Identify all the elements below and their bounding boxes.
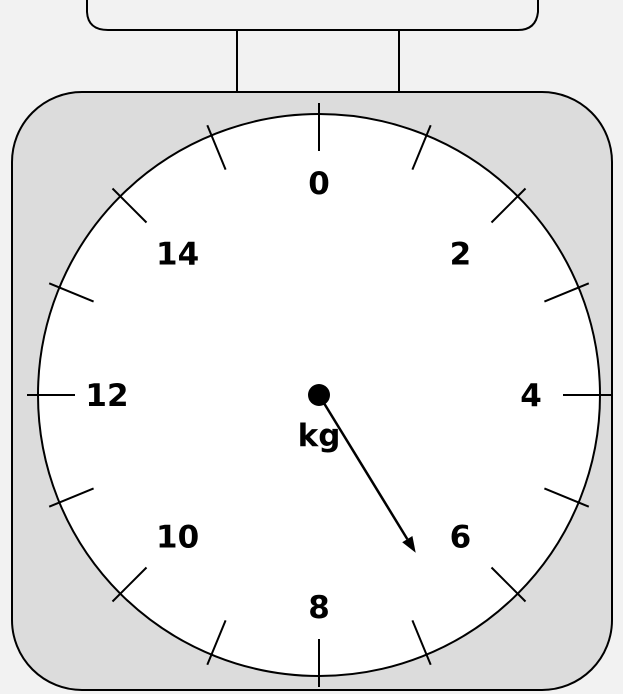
dial-label: 12 [85, 378, 128, 414]
unit-label: kg [298, 418, 341, 454]
dial-label: 14 [156, 237, 199, 273]
dial-label: 10 [156, 519, 199, 555]
dial-label: 8 [308, 590, 330, 626]
scale-pan [87, 0, 538, 30]
dial-label: 0 [308, 166, 330, 202]
dial-label: 6 [450, 519, 472, 555]
dial-label: 4 [520, 378, 542, 414]
needle-pivot [308, 384, 330, 406]
dial-label: 2 [450, 237, 472, 273]
